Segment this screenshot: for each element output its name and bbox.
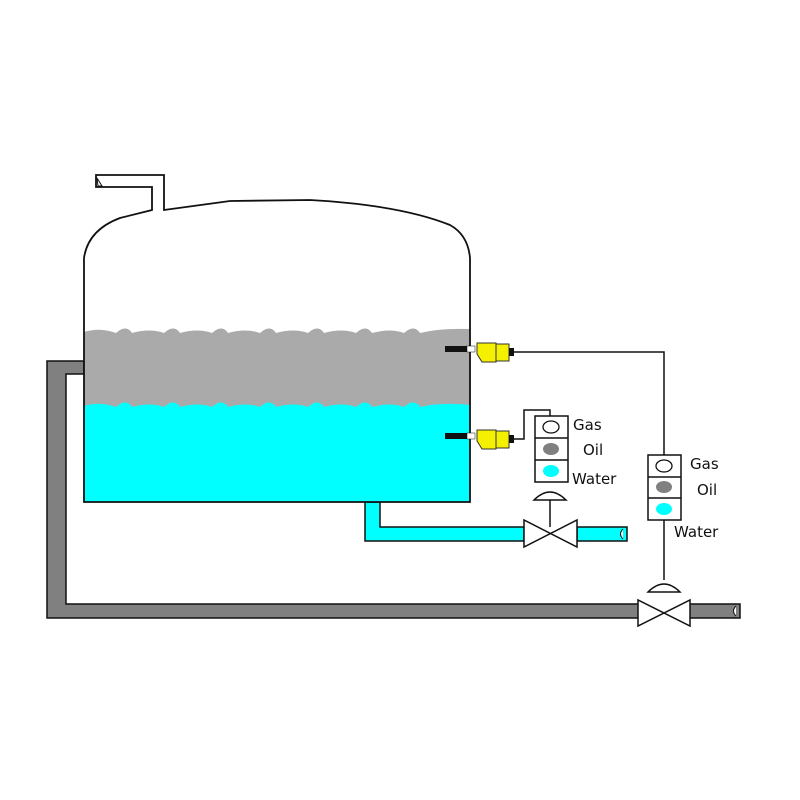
water-light-icon xyxy=(656,503,672,515)
oil-light-icon xyxy=(656,481,672,493)
water-outlet-pipe xyxy=(364,501,628,542)
indicator-panel-2: Gas Oil Water xyxy=(647,454,719,541)
indicator-2-gas-label: Gas xyxy=(690,455,719,473)
indicator-1-gas-label: Gas xyxy=(573,416,602,434)
indicator-2-water-label: Water xyxy=(674,523,719,541)
water-layer xyxy=(84,402,470,502)
indicator-2-oil-label: Oil xyxy=(697,481,717,499)
oil-light-icon xyxy=(543,443,559,455)
separator-tank xyxy=(83,174,471,503)
water-light-icon xyxy=(543,465,559,477)
tank-contents xyxy=(84,328,470,502)
indicator-1-water-label: Water xyxy=(572,470,617,488)
water-dump-valve[interactable] xyxy=(523,491,578,549)
gas-light-icon xyxy=(655,459,673,473)
oil-layer xyxy=(84,328,470,412)
upper-level-sensor[interactable] xyxy=(445,342,514,363)
oil-dump-valve[interactable] xyxy=(637,583,691,628)
indicator-1-oil-label: Oil xyxy=(583,441,603,459)
gas-light-icon xyxy=(542,420,560,434)
lower-level-sensor[interactable] xyxy=(445,429,514,450)
indicator-panel-1: Gas Oil Water xyxy=(534,415,617,488)
